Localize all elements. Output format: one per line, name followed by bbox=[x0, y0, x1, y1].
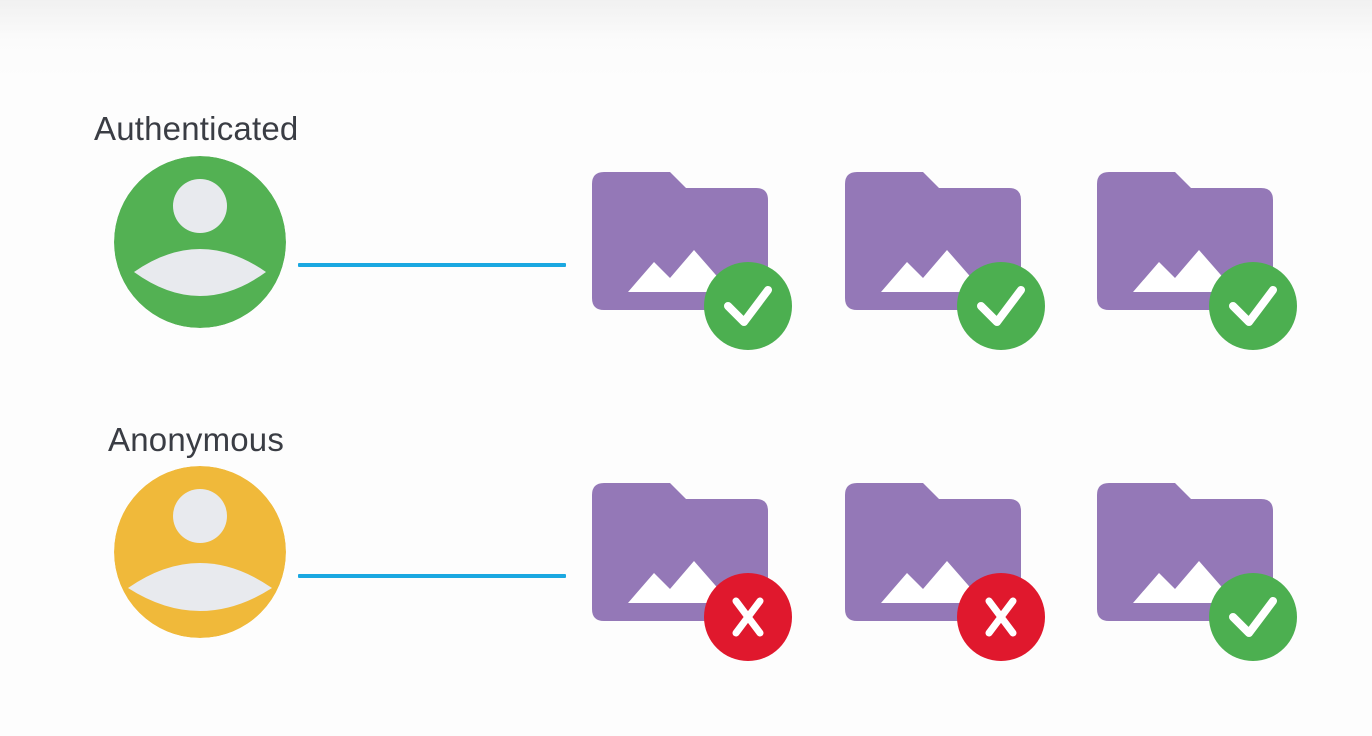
x-icon bbox=[985, 597, 1017, 637]
checkmark-icon bbox=[977, 286, 1025, 326]
authenticated-folder-2 bbox=[845, 170, 1055, 350]
anonymous-user-avatar-icon bbox=[114, 466, 286, 638]
checkmark-icon bbox=[1229, 597, 1277, 637]
anonymous-connector-line bbox=[298, 574, 566, 578]
authenticated-user-avatar-icon bbox=[114, 156, 286, 328]
authenticated-folder-3 bbox=[1097, 170, 1307, 350]
access-denied-badge bbox=[957, 573, 1045, 661]
anonymous-folder-2 bbox=[845, 481, 1055, 661]
x-icon bbox=[732, 597, 764, 637]
authenticated-connector-line bbox=[298, 263, 566, 267]
authenticated-folder-1 bbox=[592, 170, 802, 350]
avatar-head bbox=[173, 179, 227, 233]
access-granted-badge bbox=[704, 262, 792, 350]
checkmark-icon bbox=[1229, 286, 1277, 326]
avatar-body bbox=[128, 563, 272, 611]
access-granted-badge bbox=[1209, 573, 1297, 661]
access-granted-badge bbox=[957, 262, 1045, 350]
checkmark-icon bbox=[724, 286, 772, 326]
avatar-body bbox=[134, 249, 266, 296]
access-granted-badge bbox=[1209, 262, 1297, 350]
avatar-head bbox=[173, 489, 227, 543]
anonymous-folder-1 bbox=[592, 481, 802, 661]
access-denied-badge bbox=[704, 573, 792, 661]
anonymous-folder-3 bbox=[1097, 481, 1307, 661]
anonymous-label: Anonymous bbox=[108, 421, 285, 458]
authenticated-label: Authenticated bbox=[94, 110, 299, 147]
